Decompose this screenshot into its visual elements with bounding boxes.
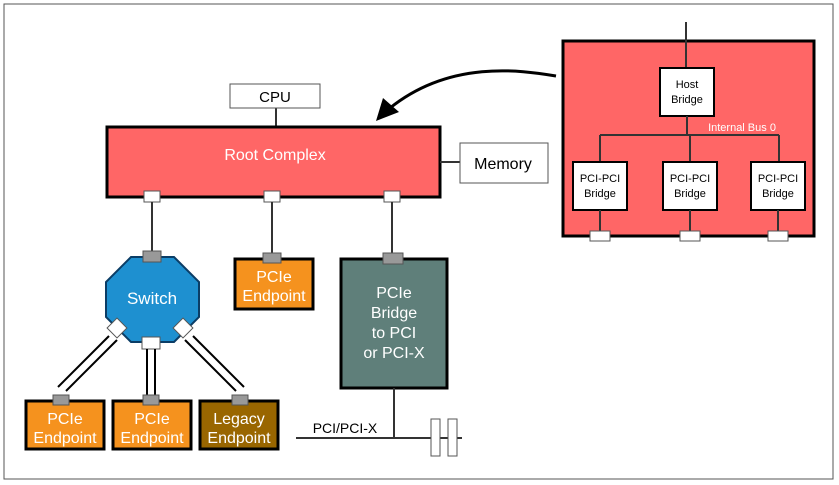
switch-label: Switch	[127, 289, 177, 308]
switch-upstream-port	[142, 250, 162, 263]
rc-port-mid	[263, 190, 281, 203]
bridge-line1: PCIe	[376, 285, 412, 302]
host-bridge-box	[659, 67, 715, 117]
pci-pci-bridge-1	[572, 161, 628, 211]
pci-pci-bridge-2-line1: PCI-PCI	[670, 173, 710, 185]
switch-center-link	[146, 349, 156, 395]
pci-pci-bridge-2-line2: Bridge	[674, 188, 706, 200]
pcie-pci-bridge	[339, 257, 449, 390]
bridge-line2: Bridge	[371, 305, 417, 322]
pci-pci-bridge-1-line2: Bridge	[584, 188, 616, 200]
rc-port-left	[143, 190, 161, 203]
cpu-box	[229, 83, 321, 109]
endpoint-mid-line2: Endpoint	[242, 288, 306, 305]
switch-left-link	[57, 335, 118, 392]
detail-port-2	[679, 230, 701, 242]
memory-box	[459, 142, 549, 184]
memory-label: Memory	[474, 156, 532, 173]
switch-right-link	[184, 335, 245, 392]
bridge-line4: or PCI-X	[363, 345, 425, 362]
legacy-endpoint-line1: Legacy	[213, 411, 265, 428]
endpoint-center-line1: PCIe	[134, 411, 170, 428]
pcie-endpoint-left	[24, 399, 106, 451]
host-bridge-line1: Host	[676, 79, 699, 91]
legacy-endpoint-port	[231, 394, 249, 406]
switch-port-center	[141, 336, 161, 350]
pci-pci-bridge-1-line1: PCI-PCI	[580, 173, 620, 185]
endpoint-left-port	[52, 394, 70, 406]
host-bridge-line2: Bridge	[671, 94, 703, 106]
pci-slot-2	[447, 418, 458, 457]
bridge-port	[382, 252, 404, 265]
pcie-endpoint-center	[111, 399, 193, 451]
endpoint-center-line2: Endpoint	[120, 430, 184, 447]
switch-node	[105, 256, 200, 343]
legacy-endpoint-line2: Endpoint	[207, 430, 271, 447]
bridge-line3: to PCI	[372, 325, 416, 342]
pci-bus-label: PCI/PCI-X	[313, 420, 378, 436]
endpoint-mid-port	[262, 252, 282, 264]
legacy-endpoint	[198, 399, 280, 451]
pci-pci-bridge-3-line1: PCI-PCI	[758, 173, 798, 185]
switch-port-left	[106, 317, 128, 339]
cpu-label: CPU	[259, 89, 291, 106]
detail-port-3	[767, 230, 789, 242]
endpoint-left-line1: PCIe	[47, 411, 83, 428]
zoom-arrow-head	[376, 98, 399, 121]
root-complex-label: Root Complex	[224, 147, 325, 164]
endpoint-mid-line1: PCIe	[256, 269, 292, 286]
switch-port-right	[172, 317, 194, 339]
pci-pci-bridge-2	[662, 161, 718, 211]
zoom-arrow	[389, 69, 557, 110]
internal-bus-label: Internal Bus 0	[708, 122, 776, 134]
rc-port-right	[383, 190, 401, 203]
endpoint-center-port	[142, 394, 160, 406]
detail-port-1	[589, 230, 611, 242]
endpoint-left-line2: Endpoint	[33, 430, 97, 447]
pci-pci-bridge-3-line2: Bridge	[762, 188, 794, 200]
pci-pci-bridge-3	[750, 161, 806, 211]
pci-slot-1	[430, 418, 441, 457]
